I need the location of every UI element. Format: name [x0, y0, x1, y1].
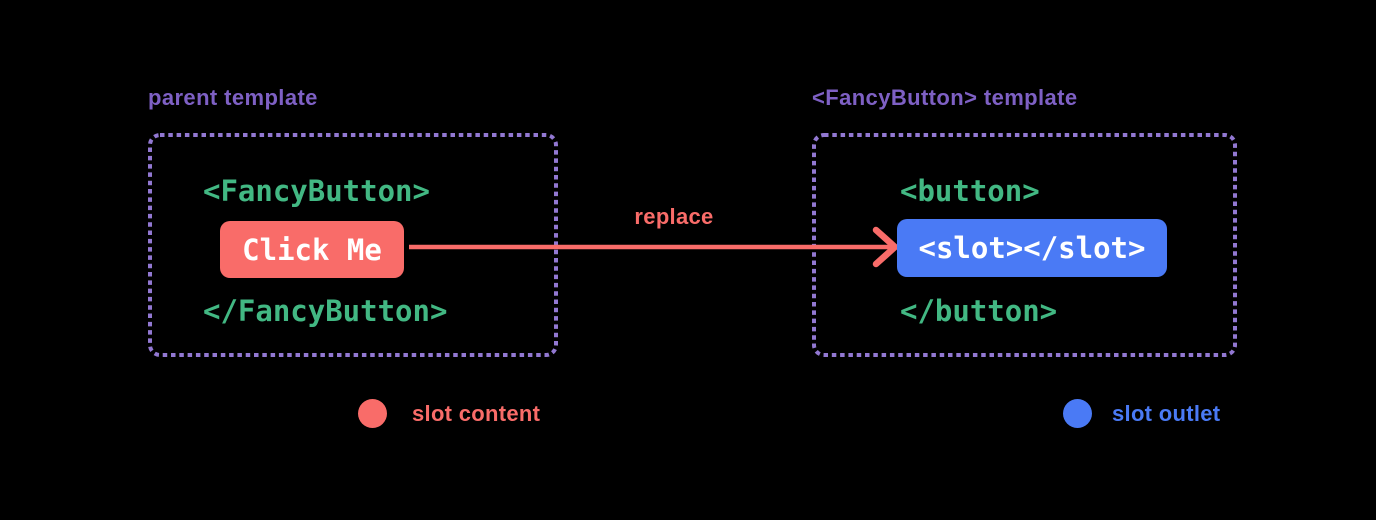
- slot-content-legend-label: slot content: [412, 401, 541, 426]
- button-close-tag: </button>: [900, 294, 1058, 328]
- slot-outlet-legend-dot: [1063, 399, 1092, 428]
- replace-arrow-label: replace: [634, 204, 714, 229]
- replace-arrow-head: [872, 226, 899, 268]
- fancybutton-open-tag: <FancyButton>: [203, 174, 430, 208]
- fancybutton-close-tag: </FancyButton>: [203, 294, 448, 328]
- slot-content-pill: Click Me: [220, 221, 404, 278]
- slot-content-legend-dot: [358, 399, 387, 428]
- button-open-tag: <button>: [900, 174, 1040, 208]
- parent-template-title: parent template: [148, 85, 318, 110]
- slot-outlet-pill: <slot></slot>: [897, 219, 1167, 277]
- fancybutton-template-title: <FancyButton> template: [812, 85, 1078, 110]
- slot-outlet-legend-label: slot outlet: [1112, 401, 1221, 426]
